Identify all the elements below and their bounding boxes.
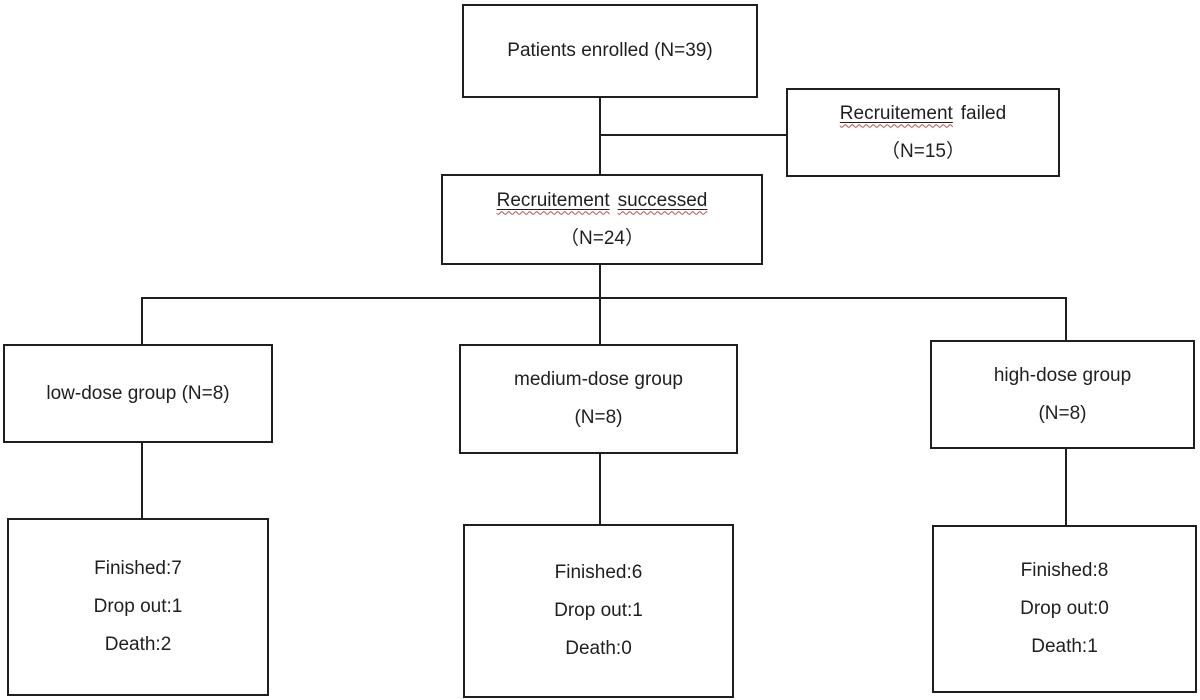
node-label: Patients enrolled (N=39) (507, 40, 713, 61)
node-count: （N=24） (560, 227, 644, 249)
node-high-dose-outcome: Finished:8 Drop out:0 Death:1 (932, 525, 1197, 693)
node-recruitment-successed: Recruitement successed （N=24） (441, 174, 763, 265)
connector-distribution-bar (141, 297, 1067, 299)
outcome-dropout: Drop out:1 (554, 600, 643, 621)
node-label: Recruitement successed (497, 182, 708, 220)
connector-drop-low (141, 298, 143, 345)
outcome-dropout: Drop out:0 (1020, 598, 1109, 619)
node-label: medium-dose group (514, 369, 683, 390)
node-patients-enrolled: Patients enrolled (N=39) (462, 4, 758, 98)
connector-successed-to-split (599, 264, 601, 345)
node-high-dose-group: high-dose group (N=8) (930, 340, 1195, 449)
connector-enrolled-to-successed (599, 97, 601, 175)
node-medium-dose-outcome: Finished:6 Drop out:1 Death:0 (463, 524, 734, 698)
outcome-finished: Finished:6 (554, 562, 643, 583)
connector-high-to-outcome (1065, 448, 1067, 526)
node-count: (N=8) (1038, 402, 1087, 424)
outcome-death: Death:2 (104, 634, 172, 655)
node-medium-dose-group: medium-dose group (N=8) (459, 344, 738, 454)
connector-drop-high (1065, 298, 1067, 341)
connector-medium-to-outcome (599, 452, 601, 525)
connector-branch-to-failed (600, 134, 787, 136)
outcome-finished: Finished:7 (94, 558, 182, 579)
node-label: high-dose group (993, 364, 1132, 386)
outcome-finished: Finished:8 (1020, 560, 1109, 581)
node-count: （N=15） (881, 140, 965, 162)
misspelled-word: successed (617, 189, 708, 211)
misspelled-word: Recruitement (839, 102, 953, 124)
outcome-death: Death:0 (565, 638, 632, 659)
node-low-dose-outcome: Finished:7 Drop out:1 Death:2 (7, 518, 269, 696)
outcome-death: Death:1 (1031, 636, 1098, 657)
connector-low-to-outcome (141, 442, 143, 519)
node-low-dose-group: low-dose group (N=8) (3, 344, 273, 443)
outcome-dropout: Drop out:1 (93, 596, 183, 617)
node-label: low-dose group (N=8) (46, 382, 230, 404)
misspelled-word: Recruitement (496, 189, 610, 211)
node-count: (N=8) (574, 407, 623, 428)
